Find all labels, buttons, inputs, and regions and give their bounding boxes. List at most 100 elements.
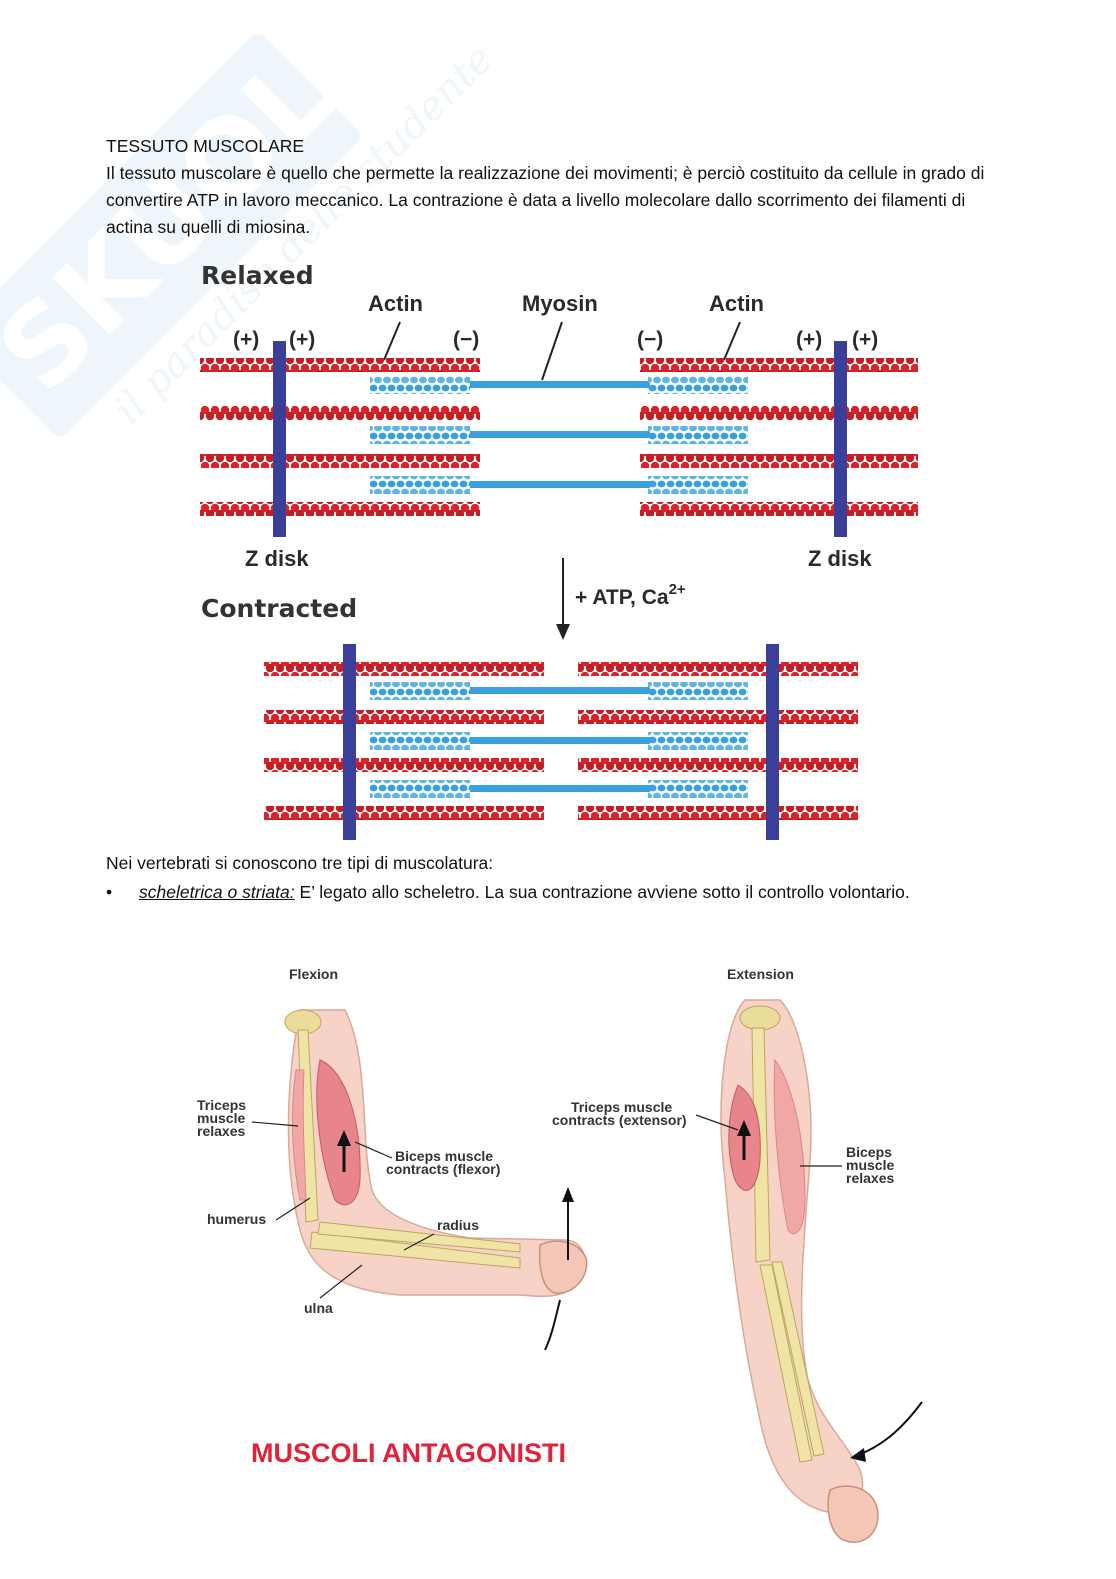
actin-filament <box>200 502 480 516</box>
z-disk <box>273 341 286 537</box>
extended-arm <box>720 999 923 1543</box>
muscle-type-item: • scheletrica o striata: E’ legato allo s… <box>106 879 1066 906</box>
ulna-pointer <box>319 1264 363 1299</box>
plus-label: (+) <box>233 328 259 351</box>
stimulus-arrow-icon <box>556 624 570 640</box>
ulna-bone <box>309 1231 521 1269</box>
bullet-icon: • <box>106 882 113 902</box>
triceps-pointer <box>695 1114 739 1131</box>
flexion-label: Flexion <box>289 966 338 982</box>
minus-label: (−) <box>637 328 663 351</box>
z-disk <box>343 644 356 840</box>
myosin-filament <box>470 687 650 694</box>
biceps-pointer <box>354 1141 393 1159</box>
biceps-muscle <box>773 1058 806 1235</box>
biceps-muscle <box>316 1059 361 1206</box>
minus-label: (−) <box>453 328 479 351</box>
myosin-filament <box>470 431 650 438</box>
biceps-relaxes-label: Biceps muscle relaxes <box>846 1144 898 1186</box>
actin-filament <box>200 358 480 372</box>
actin-filament <box>578 806 858 820</box>
myosin-filament <box>470 785 650 792</box>
actin-filament <box>200 406 480 420</box>
actin-filament <box>640 358 918 372</box>
plus-label: (+) <box>852 328 878 351</box>
actin-filament <box>640 454 918 468</box>
radius-label: radius <box>437 1217 479 1233</box>
myosin-filament <box>470 481 650 488</box>
myosin-heads <box>370 476 470 494</box>
movement-arc <box>544 1299 561 1351</box>
z-disk <box>766 644 779 840</box>
contraction-arrow-icon <box>337 1130 351 1146</box>
z-disk <box>834 341 847 537</box>
extension-label: Extension <box>727 966 794 982</box>
actin-pointer <box>383 321 401 361</box>
relaxed-label: Relaxed <box>201 261 314 290</box>
actin-filament <box>200 454 480 468</box>
plus-label: (+) <box>289 328 315 351</box>
muscle-type-description: E’ legato allo scheletro. La sua contraz… <box>294 882 910 902</box>
relaxed-sarcomere <box>200 341 918 537</box>
actin-pointer <box>723 321 741 361</box>
actin-label-right: Actin <box>709 291 764 316</box>
ulna-label: ulna <box>304 1300 333 1316</box>
myosin-heads <box>648 376 748 394</box>
triceps-pointer <box>251 1121 299 1127</box>
movement-arrow-icon <box>562 1187 574 1202</box>
actin-filament <box>264 710 544 724</box>
fist <box>827 1485 879 1543</box>
actin-filament <box>640 502 918 516</box>
movement-arc <box>857 1401 923 1456</box>
actin-filament <box>578 710 858 724</box>
contracted-label: Contracted <box>201 594 357 623</box>
actin-filament <box>578 662 858 676</box>
myosin-heads <box>648 682 748 700</box>
myosin-heads <box>370 780 470 798</box>
radius-pointer <box>403 1233 435 1251</box>
myosin-label: Myosin <box>522 291 598 316</box>
radius-bone <box>771 1261 825 1457</box>
contracted-sarcomere <box>264 644 858 840</box>
antagonist-title: MUSCOLI ANTAGONISTI <box>251 1438 566 1468</box>
myosin-heads <box>370 376 470 394</box>
myosin-heads <box>648 426 748 444</box>
actin-filament <box>578 758 858 772</box>
shoulder-joint <box>739 1005 781 1031</box>
muscle-type-term: scheletrica o striata: <box>139 882 295 902</box>
radius-bone <box>317 1221 521 1253</box>
stimulus-label: + ATP, Ca2+ <box>575 581 686 609</box>
biceps-contracts-label: Biceps muscle contracts (flexor) <box>386 1148 500 1177</box>
movement-arrow-icon <box>850 1448 866 1462</box>
arm-skin <box>720 999 864 1514</box>
myosin-heads <box>648 476 748 494</box>
myosin-heads <box>370 426 470 444</box>
intro-paragraph: Il tessuto muscolare è quello che permet… <box>106 163 985 237</box>
plus-label: (+) <box>796 328 822 351</box>
humerus-label: humerus <box>207 1211 266 1227</box>
triceps-relaxes-label: Triceps muscle relaxes <box>197 1097 250 1139</box>
myosin-heads <box>370 732 470 750</box>
myosin-filament <box>470 737 650 744</box>
contraction-arrow-icon <box>737 1120 751 1136</box>
triceps-contracts-label: Triceps muscle contracts (extensor) <box>552 1099 687 1128</box>
muscle-types-intro: Nei vertebrati si conoscono tre tipi di … <box>106 853 494 873</box>
actin-filament <box>264 806 544 820</box>
myosin-heads <box>648 732 748 750</box>
flexed-arm <box>284 1009 588 1351</box>
z-disk-label-left: Z disk <box>245 546 309 571</box>
actin-filament <box>264 662 544 676</box>
actin-label-left: Actin <box>368 291 423 316</box>
watermark-badge <box>0 34 360 436</box>
fist <box>538 1240 588 1294</box>
z-disk-label-right: Z disk <box>808 546 872 571</box>
myosin-heads <box>648 780 748 798</box>
myosin-heads <box>370 682 470 700</box>
ulna-bone <box>759 1264 813 1463</box>
humerus-pointer <box>275 1197 311 1221</box>
myosin-pointer <box>541 321 563 381</box>
myosin-filament <box>470 381 650 388</box>
